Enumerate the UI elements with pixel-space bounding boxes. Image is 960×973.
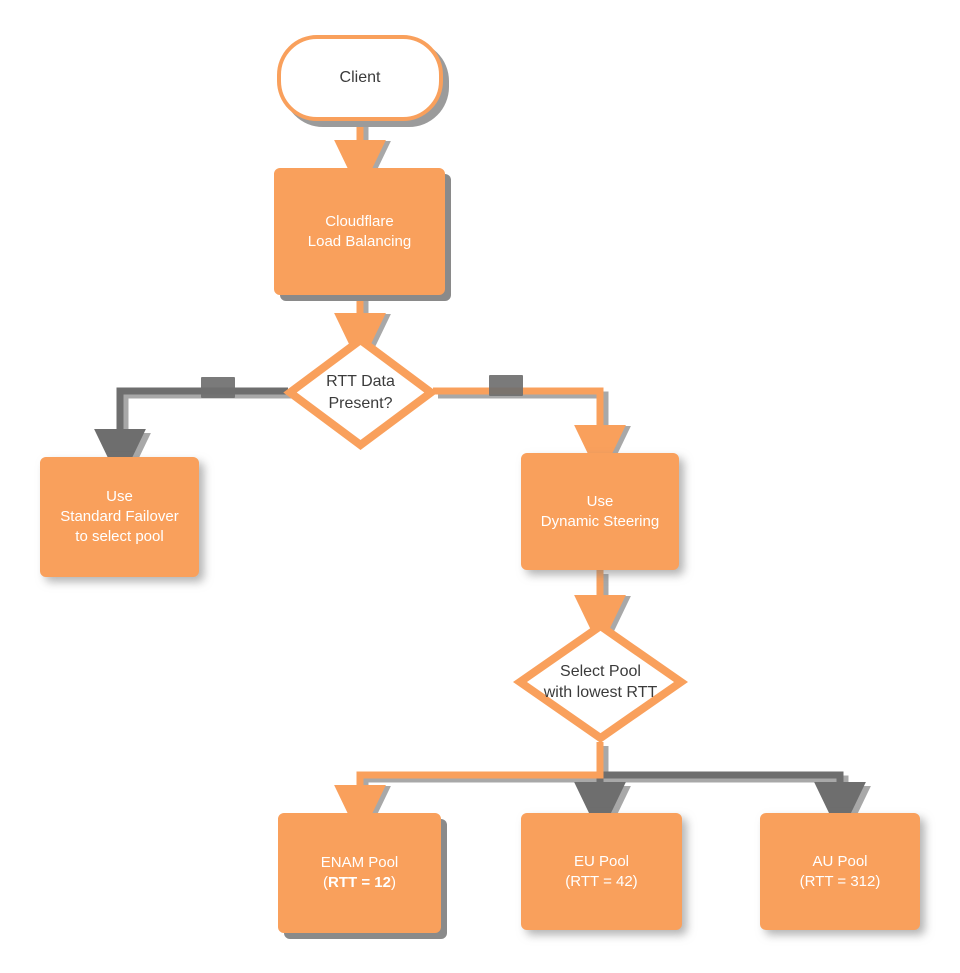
node-load-balancing-line2: Load Balancing — [307, 232, 412, 250]
node-client[interactable]: Client — [277, 35, 443, 121]
edge-rtt-to-dynamic-steering — [433, 387, 626, 479]
node-enam-pool[interactable]: ENAM Pool (RTT = 12) — [278, 813, 441, 933]
edge-label-rtt-no — [201, 377, 235, 398]
edge-select-to-au-pool — [600, 771, 866, 836]
node-enam-pool-paren-close: ) — [390, 874, 396, 891]
node-dynamic-steering[interactable]: Use Dynamic Steering — [521, 453, 679, 570]
node-rtt-decision[interactable]: RTT Data Present? — [283, 333, 438, 452]
node-select-pool[interactable]: Select Pool with lowest RTT — [513, 619, 688, 745]
node-client-label: Client — [339, 69, 381, 87]
node-enam-pool-label: ENAM Pool (RTT = 12) — [321, 853, 399, 893]
node-eu-pool-line2: (RTT = 42) — [565, 872, 638, 890]
rtt-decision-diamond-shape — [283, 335, 438, 450]
node-eu-pool-line1: EU Pool — [573, 852, 629, 870]
node-standard-failover[interactable]: Use Standard Failover to select pool — [40, 457, 199, 577]
node-au-pool-line2: (RTT = 312) — [799, 872, 881, 890]
select-pool-diamond-shape — [513, 621, 688, 743]
node-au-pool-label: AU Pool (RTT = 312) — [800, 852, 881, 892]
node-standard-failover-label: Use Standard Failover to select pool — [60, 487, 178, 546]
edge-label-rtt-yes — [489, 375, 523, 396]
node-enam-pool-paren-open: ( — [323, 874, 329, 891]
node-au-pool-line1: AU Pool — [812, 852, 868, 870]
node-dynamic-steering-line2: Dynamic Steering — [540, 512, 660, 530]
node-enam-pool-rtt-value: RTT = 12 — [328, 874, 391, 891]
node-standard-failover-line3: to select pool — [75, 527, 164, 545]
node-load-balancing-line1: Cloudflare — [325, 212, 394, 230]
node-dynamic-steering-label: Use Dynamic Steering — [541, 492, 659, 532]
node-au-pool[interactable]: AU Pool (RTT = 312) — [760, 813, 920, 930]
node-load-balancing[interactable]: Cloudflare Load Balancing — [274, 168, 445, 295]
node-load-balancing-label: Cloudflare Load Balancing — [308, 212, 411, 252]
edge-rtt-to-standard-failover — [94, 387, 288, 483]
edge-select-pool-to-enam-pool — [334, 742, 604, 839]
node-enam-pool-line1: ENAM Pool — [320, 854, 399, 872]
node-standard-failover-line2: Standard Failover — [60, 508, 179, 526]
node-eu-pool[interactable]: EU Pool (RTT = 42) — [521, 813, 682, 930]
node-eu-pool-label: EU Pool (RTT = 42) — [565, 852, 637, 892]
node-dynamic-steering-line1: Use — [586, 492, 614, 510]
node-standard-failover-line1: Use — [106, 488, 133, 506]
